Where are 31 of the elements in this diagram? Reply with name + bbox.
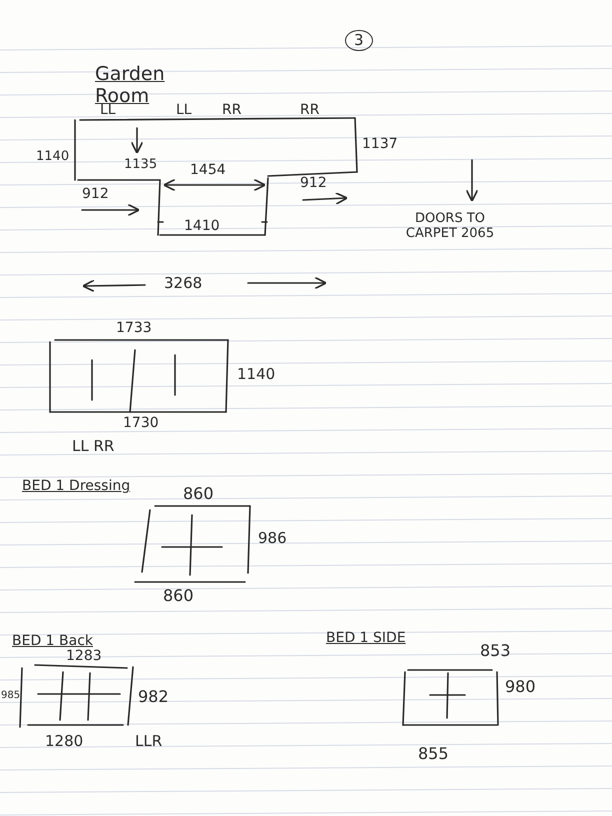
dimension-label: 912: [82, 186, 109, 202]
dimension-label: 1410: [184, 218, 220, 234]
dimension-label: 1733: [116, 320, 152, 336]
glass-side-label: LL RR: [72, 438, 114, 456]
dimension-label: 1730: [123, 415, 159, 432]
dimension-label: 1140: [237, 366, 276, 384]
dimension-label: 980: [505, 678, 536, 696]
dimension-label: 986: [258, 530, 287, 548]
dimension-label: 1454: [190, 162, 226, 178]
dimension-label: 982: [138, 688, 169, 706]
dimension-label: 985: [1, 690, 20, 702]
dimension-label: 855: [418, 745, 449, 764]
section-heading: BED 1 Back: [12, 633, 94, 650]
dimension-label: 912: [300, 175, 327, 192]
glass-side-label: RR: [222, 102, 242, 118]
dimension-label: 1280: [45, 733, 84, 750]
dimension-label: 1140: [36, 150, 70, 165]
glass-side-label: RR: [300, 102, 320, 118]
dimension-label: 1137: [362, 136, 398, 152]
section-heading: BED 1 Dressing: [22, 478, 132, 494]
dimension-label: 860: [163, 587, 194, 606]
note: DOORS TO CARPET 2065: [404, 212, 496, 242]
dimension-label: 1135: [124, 158, 158, 173]
page-number: 3: [345, 30, 373, 52]
section-heading: BED 1 SIDE: [326, 630, 407, 646]
glass-side-label: LLR: [135, 733, 162, 750]
dimension-label: 3268: [164, 275, 202, 292]
dimension-label: 853: [480, 642, 511, 660]
glass-side-label: LL: [176, 102, 192, 118]
dimension-label: 1283: [66, 648, 102, 664]
dimension-label: 860: [183, 485, 214, 504]
